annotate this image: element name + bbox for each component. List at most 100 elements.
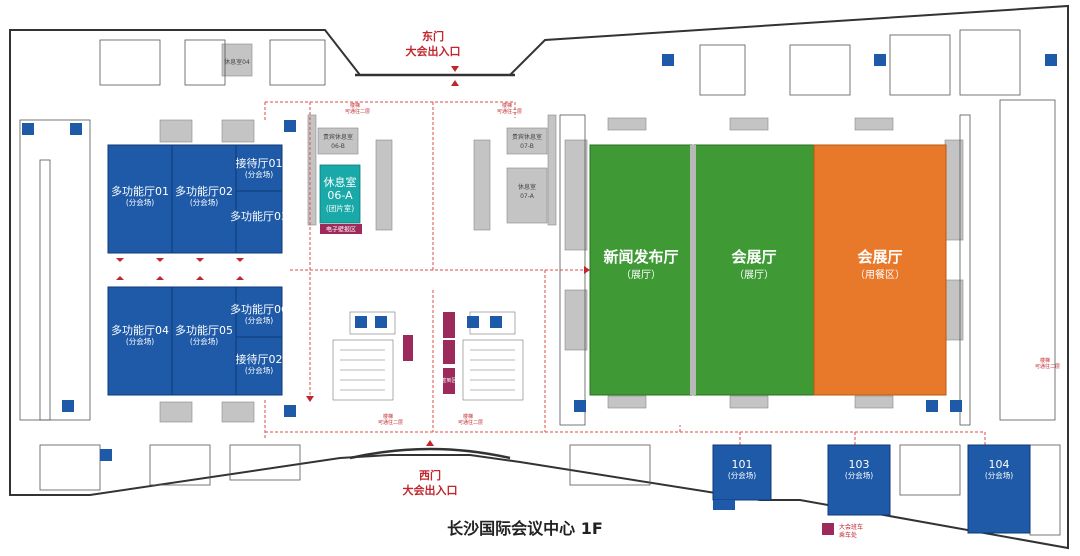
hall-mf02-name: 多功能厅02 bbox=[175, 184, 233, 198]
route-arrows bbox=[116, 66, 590, 446]
hall-mf04-name: 多功能厅04 bbox=[111, 323, 169, 337]
stair-note: 可通往二层 bbox=[1035, 363, 1060, 370]
hall-mf03-name: 多功能厅03 bbox=[230, 209, 288, 223]
hall-exhibit-sub: （展厅） bbox=[734, 269, 774, 281]
restroom-icon bbox=[926, 400, 938, 412]
page-title: 长沙国际会议中心 1F bbox=[447, 519, 603, 538]
stair-label: 楼梯 bbox=[350, 102, 360, 109]
restroom-icon bbox=[467, 316, 479, 328]
stair-label: 楼梯 bbox=[383, 413, 393, 420]
stair-label: 楼梯 bbox=[502, 102, 512, 109]
room-103-sub: (分会场) bbox=[845, 470, 873, 480]
central-rooms: 贵宾休息室 06-B 休息室 06-A (团片室) 电子壁报区 贵宾休息室 07… bbox=[224, 58, 548, 394]
restroom-icons bbox=[22, 54, 1057, 461]
hall-dining-name: 会展厅 bbox=[857, 248, 902, 266]
west-gate-name: 西门 bbox=[419, 468, 441, 482]
restroom-icon bbox=[62, 400, 74, 412]
restroom-icon bbox=[1045, 54, 1057, 66]
hall-mf06[interactable] bbox=[235, 286, 283, 338]
lounge-07a[interactable] bbox=[506, 167, 548, 224]
west-halls: 多功能厅01 (分会场) 多功能厅02 (分会场) 接待厅01 (分会场) 多功… bbox=[107, 144, 288, 396]
hall-exhibit[interactable] bbox=[693, 144, 815, 396]
lounge-06a[interactable] bbox=[319, 164, 361, 224]
hall-mf01-sub: (分会场) bbox=[126, 197, 154, 207]
lounge-06b[interactable] bbox=[317, 127, 359, 155]
signin-label: 签到区 bbox=[441, 377, 456, 384]
restroom-icon bbox=[574, 400, 586, 412]
lounge-06b-name: 贵宾休息室 bbox=[323, 133, 353, 141]
stair-label: 楼梯 bbox=[1040, 357, 1050, 364]
restroom-icon bbox=[284, 120, 296, 132]
lounge-07a-code: 07-A bbox=[520, 193, 535, 200]
legend-shuttle-line2: 乘车处 bbox=[839, 531, 857, 539]
hall-rec02[interactable] bbox=[235, 336, 283, 396]
lounge-07b-name: 贵宾休息室 bbox=[512, 133, 542, 141]
restroom-icon bbox=[490, 316, 502, 328]
hall-rec02-name: 接待厅02 bbox=[236, 352, 283, 366]
east-gate-label: 大会出入口 bbox=[406, 44, 461, 58]
lounge-06b-code: 06-B bbox=[331, 143, 345, 150]
lounge-06a-sub: (团片室) bbox=[326, 203, 354, 213]
hall-mf01[interactable] bbox=[107, 144, 173, 254]
room-104-name: 104 bbox=[989, 458, 1010, 471]
stair-note: 可通往二层 bbox=[378, 419, 403, 426]
room-103-name: 103 bbox=[849, 458, 870, 471]
stair-note: 可通往二层 bbox=[458, 419, 483, 426]
restroom-icon bbox=[375, 316, 387, 328]
room-101[interactable] bbox=[712, 444, 772, 501]
hall-mf01-name: 多功能厅01 bbox=[111, 184, 169, 198]
legend-shuttle-swatch bbox=[822, 523, 834, 535]
hall-mf02[interactable] bbox=[171, 144, 237, 254]
restroom-icon bbox=[662, 54, 674, 66]
circulation-routes bbox=[264, 101, 986, 445]
south-rooms: 101 (分会场) 103 (分会场) 104 (分会场) bbox=[712, 444, 1031, 534]
restroom-icon bbox=[284, 405, 296, 417]
hall-mf03[interactable] bbox=[235, 190, 283, 254]
restroom-icon bbox=[355, 316, 367, 328]
restroom-icon bbox=[950, 400, 962, 412]
interior-walls bbox=[19, 29, 1061, 536]
hall-mf04[interactable] bbox=[107, 286, 173, 396]
service-blocks bbox=[159, 43, 964, 423]
restroom-icon bbox=[22, 123, 34, 135]
restroom-icon bbox=[70, 123, 82, 135]
lounge-06a-name: 休息室 bbox=[324, 175, 357, 189]
lounge-04-name: 休息室04 bbox=[224, 58, 250, 66]
hall-mf05-sub: (分会场) bbox=[190, 336, 218, 346]
hall-press-sub: （展厅） bbox=[621, 269, 661, 281]
hall-press[interactable] bbox=[589, 144, 693, 396]
hall-dining[interactable] bbox=[813, 144, 947, 396]
hall-mf04-sub: (分会场) bbox=[126, 336, 154, 346]
west-gate-label: 大会出入口 bbox=[403, 483, 458, 497]
legend-shuttle-line1: 大会班车 bbox=[839, 523, 863, 531]
hall-dining-sub: （用餐区） bbox=[855, 268, 905, 281]
room-101-name: 101 bbox=[732, 458, 753, 471]
east-gate-name: 东门 bbox=[422, 29, 444, 43]
hall-rec02-sub: (分会场) bbox=[245, 365, 273, 375]
hall-rec01-name: 接待厅01 bbox=[236, 156, 283, 170]
eposter-label: 电子壁报区 bbox=[326, 226, 356, 234]
hall-press-name: 新闻发布厅 bbox=[603, 248, 678, 266]
room-104-sub: (分会场) bbox=[985, 470, 1013, 480]
hall-exhibit-name: 会展厅 bbox=[731, 248, 776, 266]
restroom-icon bbox=[100, 449, 112, 461]
restroom-icon bbox=[874, 54, 886, 66]
room-104[interactable] bbox=[967, 444, 1031, 534]
room-101-sub: (分会场) bbox=[728, 470, 756, 480]
lounge-07a-name: 休息室 bbox=[518, 183, 536, 191]
signin-area[interactable] bbox=[443, 368, 455, 394]
hall-mf05-name: 多功能厅05 bbox=[175, 323, 233, 337]
room-103[interactable] bbox=[827, 444, 891, 516]
lounge-07b[interactable] bbox=[506, 127, 548, 155]
hall-mf02-sub: (分会场) bbox=[190, 197, 218, 207]
hall-mf06-name: 多功能厅06 bbox=[230, 302, 288, 316]
hall-rec01-sub: (分会场) bbox=[245, 169, 273, 179]
lounge-06a-code: 06-A bbox=[327, 189, 353, 202]
east-halls: 新闻发布厅 （展厅） 会展厅 （展厅） 会展厅 （用餐区） bbox=[589, 144, 947, 396]
lounge-07b-code: 07-B bbox=[520, 143, 534, 150]
stair-note: 可通往二层 bbox=[345, 108, 370, 115]
stair-label: 楼梯 bbox=[463, 413, 473, 420]
eposter-area[interactable] bbox=[320, 224, 362, 234]
stair-note: 可通往二层 bbox=[497, 108, 522, 115]
